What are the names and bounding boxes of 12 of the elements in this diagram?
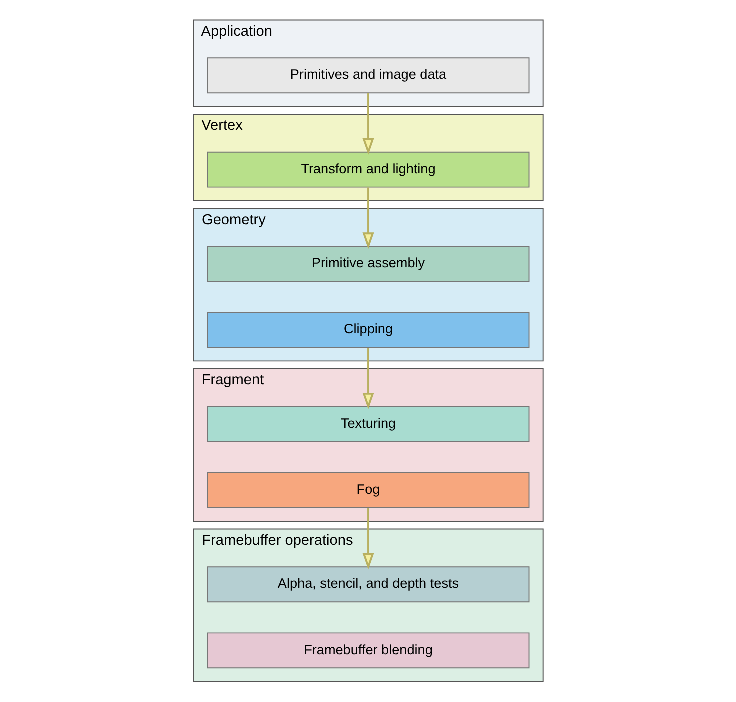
arrow: [362, 508, 374, 570]
node-box: Clipping: [206, 312, 530, 348]
node-box: Primitive assembly: [206, 246, 530, 282]
node-box: Alpha, stencil, and depth tests: [206, 566, 530, 603]
node-box: Transform and lighting: [206, 152, 530, 188]
node-box: Fog: [206, 472, 530, 508]
node-box: Primitives and image data: [206, 58, 530, 94]
node-box: Texturing: [206, 406, 530, 442]
arrow: [362, 188, 374, 250]
arrow: [362, 94, 374, 155]
node-box: Framebuffer blending: [206, 632, 530, 669]
arrow: [362, 348, 374, 410]
